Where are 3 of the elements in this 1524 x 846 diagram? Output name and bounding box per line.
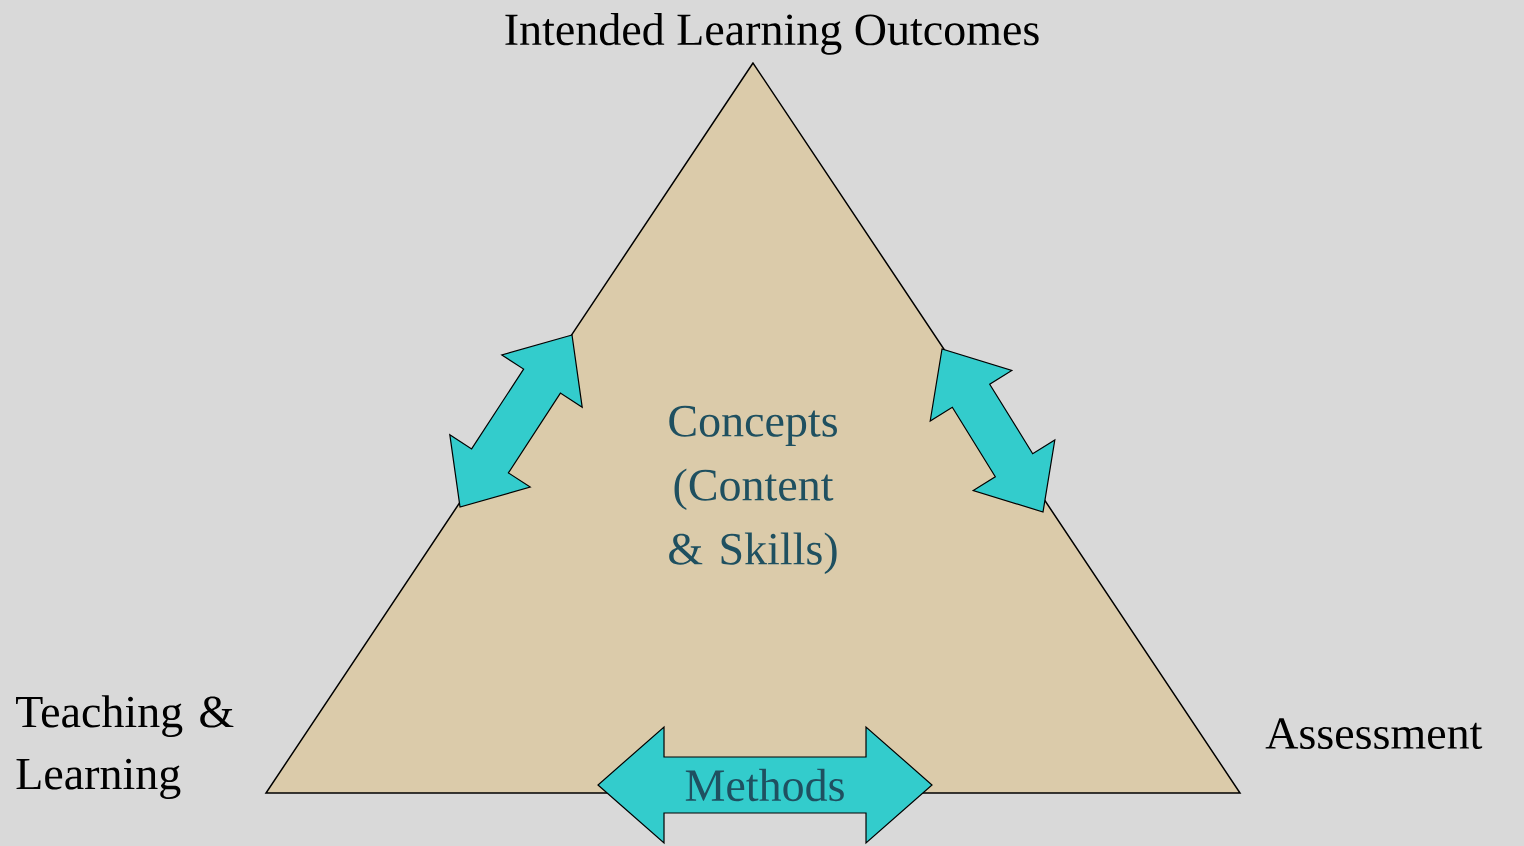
corner-label: Intended Learning Outcomes (505, 12, 1039, 55)
corner-label: Teaching & Learning (16, 695, 234, 800)
corner-label: Assessment (1265, 718, 1483, 749)
